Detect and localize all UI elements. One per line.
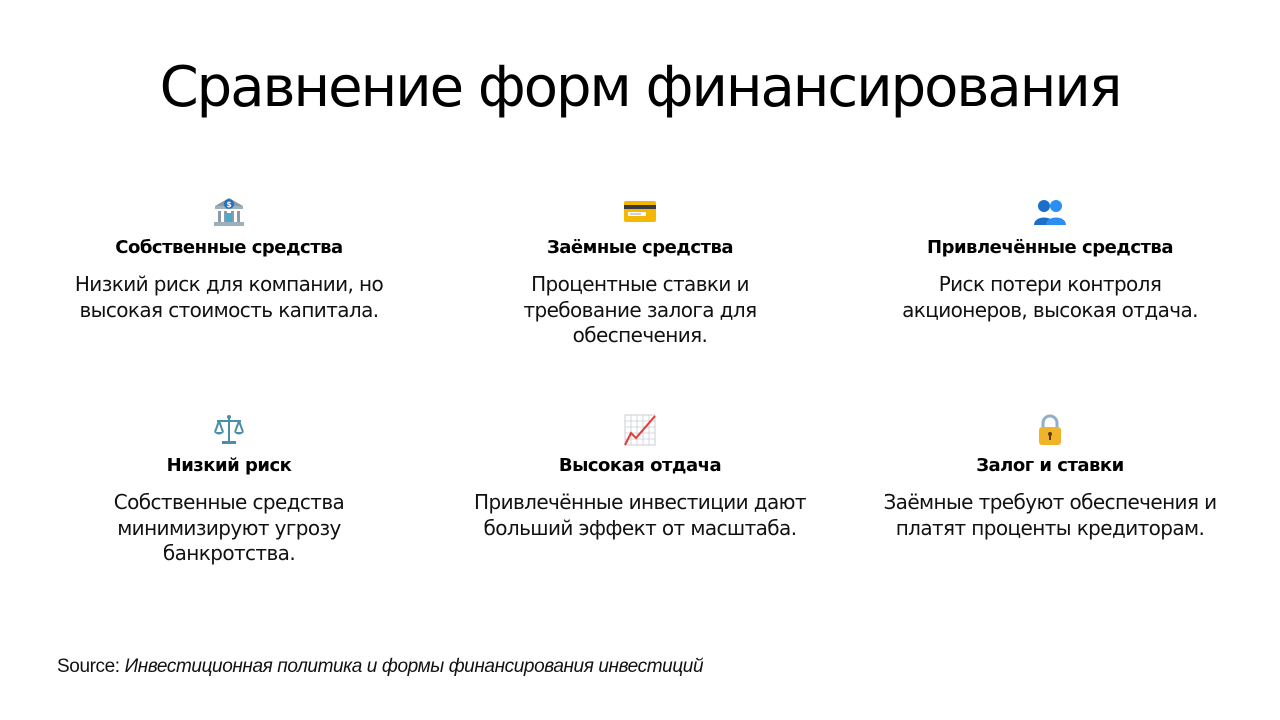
credit-card-icon [623, 195, 657, 229]
card-borrowed-funds: Заёмные средства Процентные ставки и тре… [470, 195, 810, 349]
card-heading: Привлечённые средства [927, 237, 1173, 258]
card-heading: Заёмные средства [547, 237, 733, 258]
svg-text:$: $ [226, 200, 232, 209]
card-body: Риск потери контроля акционеров, высокая… [902, 272, 1198, 322]
card-heading: Залог и ставки [976, 455, 1124, 476]
card-body: Собственные средства минимизируют угрозу… [113, 490, 345, 565]
source-citation: Source: Инвестиционная политика и формы … [57, 656, 704, 678]
card-collateral-rates: Залог и ставки Заёмные требуют обеспечен… [880, 413, 1220, 541]
card-high-return: Высокая отдача Привлечённые инвестиции д… [470, 413, 810, 541]
card-heading: Низкий риск [166, 455, 292, 476]
card-body: Заёмные требуют обеспечения и платят про… [883, 490, 1217, 540]
lock-icon [1033, 413, 1067, 447]
slide-title: Сравнение форм финансирования [159, 55, 1123, 120]
chart-increasing-icon [623, 413, 657, 447]
card-body: Привлечённые инвестиции дают больший эфф… [474, 490, 806, 540]
source-title: Инвестиционная политика и формы финансир… [124, 656, 704, 677]
source-label: Source: [57, 656, 120, 677]
card-heading: Собственные средства [115, 237, 343, 258]
scales-icon [212, 413, 246, 447]
card-attracted-funds: Привлечённые средства Риск потери контро… [880, 195, 1220, 323]
bank-icon: $ [212, 195, 246, 229]
card-heading: Высокая отдача [558, 455, 722, 476]
card-low-risk: Низкий риск Собственные средства минимиз… [59, 413, 399, 567]
card-body: Процентные ставки и требование залога дл… [523, 272, 757, 347]
people-icon [1033, 195, 1067, 229]
card-body: Низкий риск для компании, но высокая сто… [74, 272, 384, 322]
card-own-funds: $ Собственные средства Низкий риск для к… [59, 195, 399, 323]
